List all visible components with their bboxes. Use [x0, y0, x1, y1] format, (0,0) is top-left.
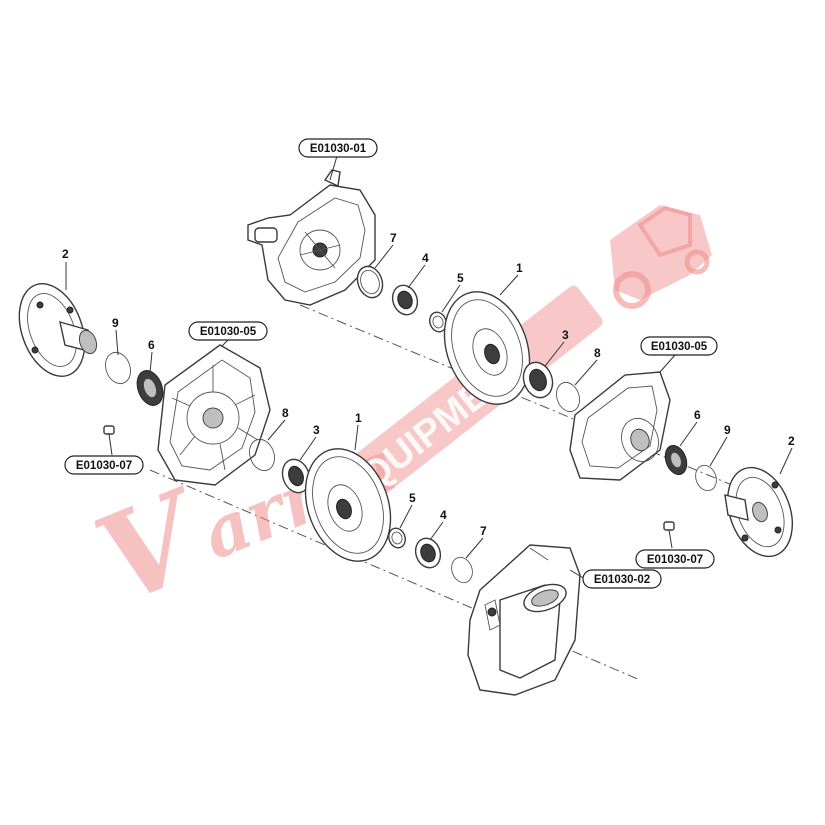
callout-cover-right-label: E01030-05	[651, 341, 708, 353]
part-number-4-top: 4	[422, 251, 429, 265]
top-ring-5	[429, 311, 447, 333]
low-bearing-4	[414, 537, 442, 569]
tractor-icon	[610, 205, 712, 309]
callout-cover-right: E01030-05	[640, 336, 718, 356]
mid-oring-8	[556, 381, 580, 413]
bottom-housing	[467, 544, 581, 696]
part-number-3-mid: 3	[562, 328, 569, 342]
part-number-8-mid: 8	[594, 346, 601, 360]
part-number-5-low: 5	[409, 491, 416, 505]
low-ring-5	[388, 527, 406, 549]
left-seal	[136, 370, 164, 406]
leader-lines	[65, 155, 793, 580]
callout-cover-left: E01030-05	[188, 321, 268, 341]
part-number-9-left: 9	[112, 316, 119, 330]
low-gear-1	[304, 448, 392, 562]
part-number-2-left: 2	[62, 247, 69, 261]
part-number-1-top: 1	[516, 261, 523, 275]
part-number-9-right: 9	[724, 423, 731, 437]
left-cover	[157, 344, 271, 486]
low-bearing-3	[281, 458, 311, 494]
right-cover	[569, 371, 671, 481]
part-numbers: 2 9 6 7 4 5 1 3 8 6 9 2 8 3 1 5 4 7	[62, 231, 795, 538]
top-gear-1	[443, 291, 531, 405]
callout-bolt-right: E01030-07	[635, 549, 715, 569]
right-bolt	[663, 521, 675, 549]
part-number-1-low: 1	[355, 411, 362, 425]
part-number-7-top: 7	[390, 231, 397, 245]
part-number-4-low: 4	[440, 508, 447, 522]
part-number-3-low: 3	[313, 423, 320, 437]
mid-bearing-3	[522, 361, 554, 399]
part-number-5-top: 5	[457, 271, 464, 285]
callout-housing-bottom: E01030-02	[582, 569, 662, 589]
part-number-7-low: 7	[480, 524, 487, 538]
svg-text:V: V	[78, 462, 227, 632]
low-oring-7	[451, 556, 473, 584]
callout-bolt-right-label: E01030-07	[647, 554, 703, 566]
right-seal	[664, 444, 688, 476]
low-oring-8	[249, 438, 275, 472]
right-flange	[724, 466, 793, 558]
left-flange	[18, 283, 98, 377]
part-number-2-right: 2	[788, 434, 795, 448]
part-number-6-right: 6	[694, 408, 701, 422]
top-oring-7	[356, 265, 384, 299]
callout-bolt-left: E01030-07	[64, 455, 144, 475]
callout-housing-top-label: E01030-01	[310, 143, 367, 155]
part-number-6-left: 6	[148, 338, 155, 352]
right-circlip	[695, 464, 717, 492]
callout-cover-left-label: E01030-05	[200, 326, 257, 338]
callout-bolt-left-label: E01030-07	[76, 460, 132, 472]
top-bearing-4	[391, 284, 419, 316]
part-number-8-low: 8	[282, 406, 289, 420]
callout-housing-bottom-label: E01030-02	[594, 574, 650, 586]
callout-housing-top: E01030-01	[298, 138, 378, 158]
top-housing	[247, 169, 376, 306]
left-bolt	[103, 425, 115, 456]
left-circlip	[105, 351, 131, 385]
